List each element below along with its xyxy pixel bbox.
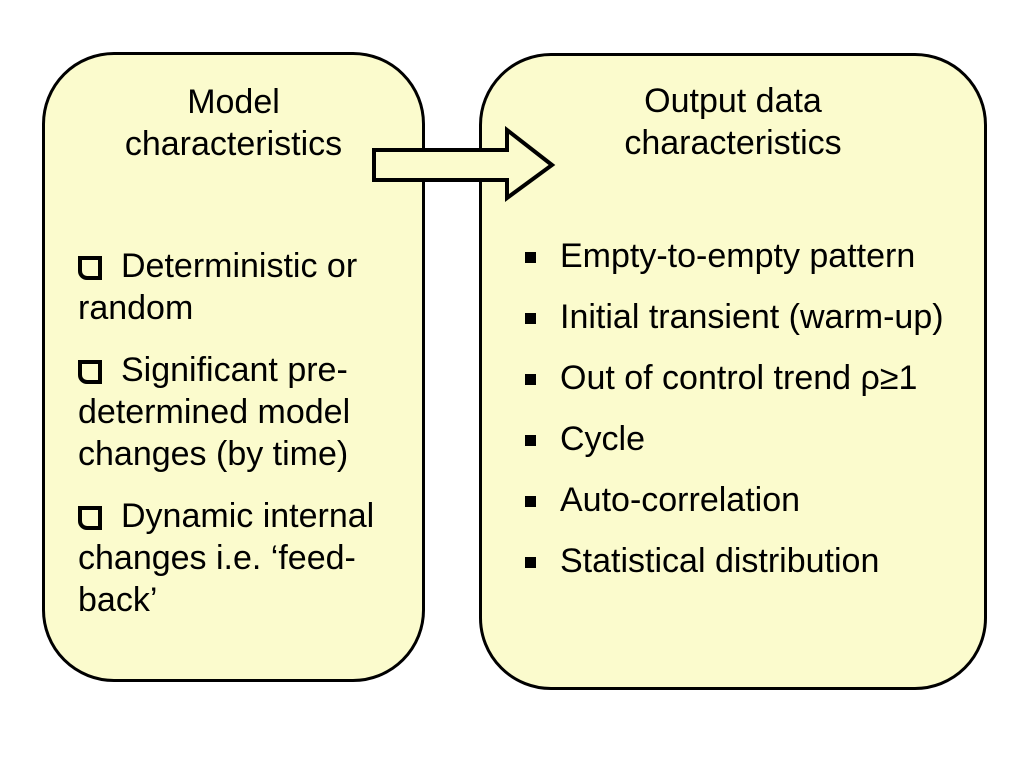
hollow-square-bullet-icon	[78, 256, 102, 280]
flow-arrow-icon	[372, 126, 556, 202]
left-box-title-line2: characteristics	[124, 125, 343, 163]
list-item-text: Dynamic internal changes i.e. ‘feed-back…	[78, 497, 375, 619]
filled-square-bullet-icon	[525, 557, 536, 568]
filled-square-bullet-icon	[525, 374, 536, 385]
list-item: Out of control trend ρ≥1	[525, 357, 970, 399]
output-data-characteristics-box: Output data characteristics Empty-to-empt…	[479, 53, 987, 690]
list-item: Significant pre-determined model changes…	[78, 349, 408, 475]
right-box-title-line1: Output data	[644, 82, 822, 120]
output-data-characteristics-list: Empty-to-empty pattern Initial transient…	[525, 235, 970, 582]
list-item: Empty-to-empty pattern	[525, 235, 970, 277]
filled-square-bullet-icon	[525, 496, 536, 507]
list-item-text: Statistical distribution	[560, 542, 880, 580]
list-item-text: Significant pre-determined model changes…	[78, 351, 351, 473]
model-characteristics-list: Deterministic or random Significant pre-…	[78, 245, 408, 621]
model-characteristics-box: Model characteristics Deterministic or ra…	[42, 52, 425, 682]
left-box-title: Model characteristics	[45, 81, 422, 165]
list-item: Statistical distribution	[525, 540, 970, 582]
left-box-title-line1: Model	[187, 83, 280, 121]
filled-square-bullet-icon	[525, 252, 536, 263]
filled-square-bullet-icon	[525, 313, 536, 324]
list-item-text: Deterministic or random	[78, 247, 358, 327]
list-item: Auto-correlation	[525, 479, 970, 521]
list-item: Initial transient (warm-up)	[525, 296, 970, 338]
list-item-text: Auto-correlation	[560, 481, 801, 519]
list-item: Dynamic internal changes i.e. ‘feed-back…	[78, 495, 408, 621]
hollow-square-bullet-icon	[78, 506, 102, 530]
list-item-text: Initial transient (warm-up)	[560, 298, 944, 336]
list-item-text: Out of control trend ρ≥1	[560, 359, 918, 397]
list-item: Cycle	[525, 418, 970, 460]
list-item-text: Empty-to-empty pattern	[560, 237, 916, 275]
right-box-title: Output data characteristics	[482, 80, 984, 164]
flow-arrow-shape	[372, 126, 556, 202]
hollow-square-bullet-icon	[78, 360, 102, 384]
filled-square-bullet-icon	[525, 435, 536, 446]
list-item: Deterministic or random	[78, 245, 408, 329]
right-box-title-line2: characteristics	[624, 124, 842, 162]
list-item-text: Cycle	[560, 420, 646, 458]
